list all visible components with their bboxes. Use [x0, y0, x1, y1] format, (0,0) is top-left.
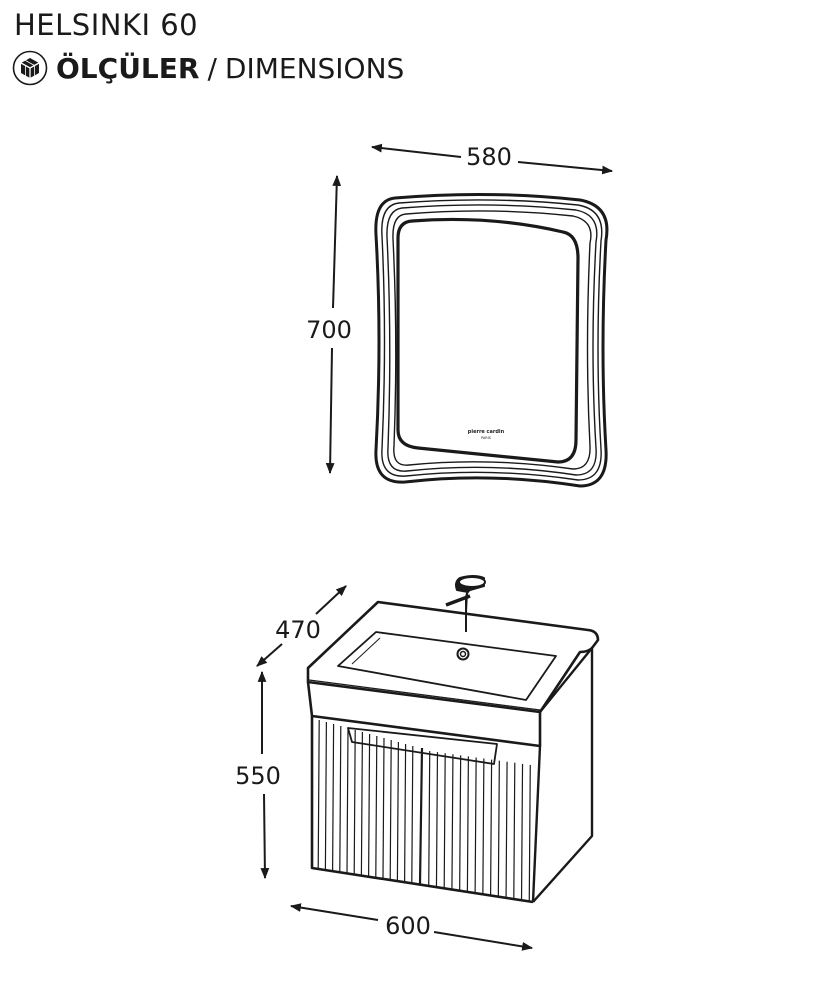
door-slat-line — [482, 758, 485, 894]
cabinet-depth-arrow-bottom — [256, 643, 283, 667]
door-slat-line — [404, 743, 407, 882]
mirror-drawing — [374, 192, 609, 488]
dimensions-heading: ÖLÇÜLER / DIMENSIONS — [12, 50, 404, 86]
door-slat-line — [528, 764, 531, 901]
door-slat-line — [382, 737, 385, 879]
door-slats — [317, 719, 531, 901]
door-slat-line — [459, 755, 462, 891]
cabinet-drawing — [306, 575, 600, 904]
door-slat-line — [474, 757, 477, 893]
mirror-width-arrow-right — [517, 161, 614, 175]
door-slat-line — [317, 719, 320, 870]
subtitle-separator: / — [207, 51, 217, 85]
door-slat-line — [375, 735, 378, 878]
door-slat-line — [411, 745, 414, 883]
subtitle-turkish: ÖLÇÜLER — [56, 51, 200, 85]
door-slat-line — [466, 756, 469, 892]
cabinet-width-arrow-right — [433, 931, 534, 951]
door-slat-line — [490, 759, 493, 895]
subtitle-english: DIMENSIONS — [224, 51, 405, 85]
cabinet-width-label: 600 — [385, 912, 431, 940]
mirror-height-label: 700 — [306, 316, 352, 344]
mirror-width-arrow-left — [370, 143, 462, 158]
door-slat-line — [443, 753, 446, 888]
mirror-height-arrow-bottom — [325, 347, 335, 475]
door-slat-line — [346, 727, 349, 874]
cabinet-height-arrow-bottom — [260, 793, 270, 880]
cabinet-width-arrow-left — [289, 903, 379, 921]
mirror-width-label: 580 — [466, 143, 512, 171]
mirror-height-arrow-top — [332, 174, 342, 309]
door-slat-line — [324, 721, 327, 871]
product-title: HELSINKI 60 — [14, 8, 199, 42]
door-slat-line — [339, 725, 342, 873]
door-slat-line — [505, 761, 508, 898]
mirror-brand-sub: PARIS — [481, 436, 492, 440]
cabinet-depth-arrow-top — [315, 585, 347, 615]
door-slat-line — [353, 729, 356, 875]
door-slat-line — [389, 739, 392, 880]
door-slat-line — [428, 751, 431, 886]
dimensions-cube-icon — [12, 50, 48, 86]
door-slat-line — [360, 731, 363, 876]
door-slat-line — [497, 760, 500, 897]
cabinet-height-label: 550 — [235, 762, 281, 790]
door-slat-line — [520, 763, 524, 900]
door-slat-line — [435, 752, 439, 887]
door-slat-line — [368, 733, 371, 877]
faucet — [455, 575, 485, 632]
door-slat-line — [332, 723, 335, 872]
door-slat-line — [451, 754, 454, 889]
door-slat-line — [513, 762, 516, 899]
mirror-brand-text: pierre cardin — [468, 429, 505, 435]
cabinet-depth-label: 470 — [275, 616, 321, 644]
door-slat-line — [396, 741, 399, 881]
